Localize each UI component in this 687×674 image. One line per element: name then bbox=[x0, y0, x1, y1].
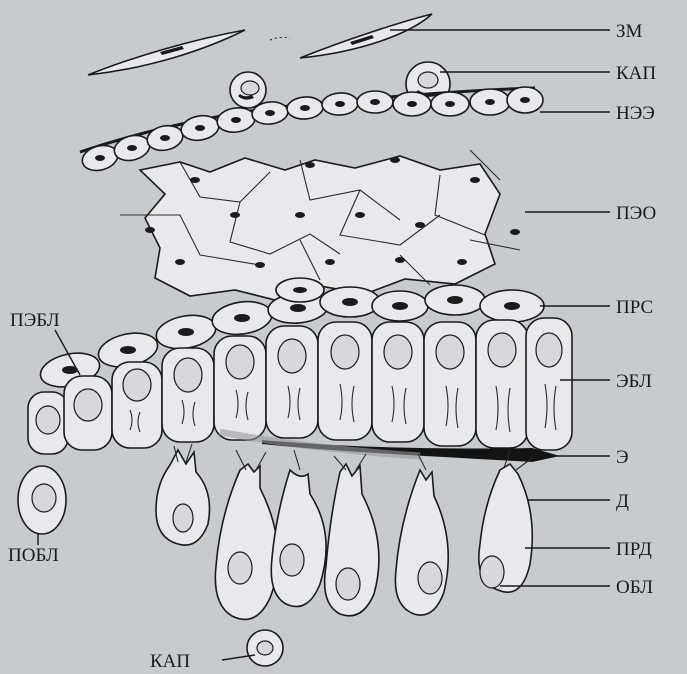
odontoblast-layer bbox=[18, 444, 532, 619]
label-obl: ОБЛ bbox=[616, 577, 653, 598]
label-kap-top: КАП bbox=[616, 63, 656, 84]
label-nee: НЭЭ bbox=[616, 103, 655, 124]
label-e: Э bbox=[616, 447, 629, 468]
label-d: Д bbox=[616, 491, 629, 512]
label-ebl: ЭБЛ bbox=[616, 371, 652, 392]
mesenchyme-cells bbox=[88, 14, 432, 75]
label-peo: ПЭО bbox=[616, 203, 656, 224]
label-prd: ПРД bbox=[616, 539, 652, 560]
capillary-bottom bbox=[247, 630, 283, 666]
label-prs: ПРС bbox=[616, 297, 653, 318]
label-kap-bottom: КАП bbox=[150, 651, 190, 672]
stellate-reticulum bbox=[120, 150, 520, 300]
label-pebl: ПЭБЛ bbox=[10, 310, 60, 331]
label-zm: ЗМ bbox=[616, 21, 643, 42]
label-pobl: ПОБЛ bbox=[8, 545, 59, 566]
